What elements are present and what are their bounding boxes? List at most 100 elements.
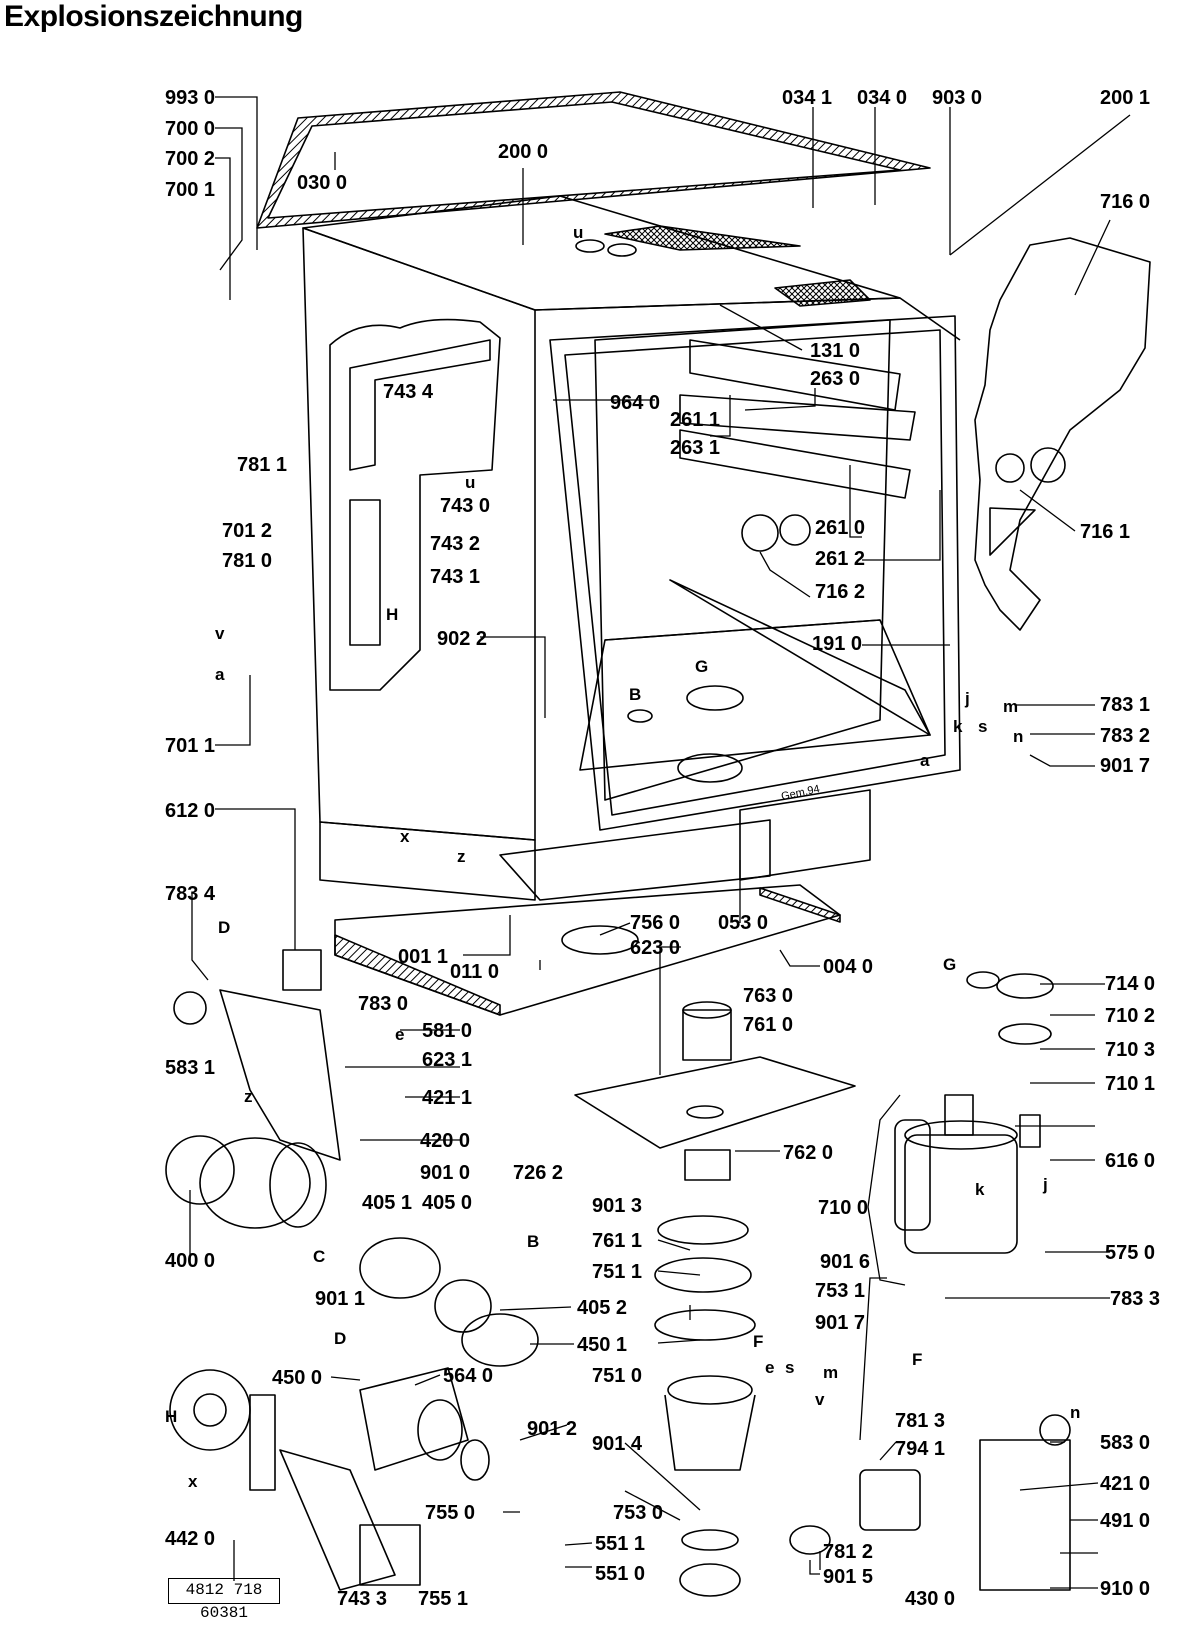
mark-n2: n [1070,1403,1080,1422]
control-module [173,949,341,1161]
part-label-7811: 781 1 [237,454,287,476]
part-label-9015: 901 5 [823,1566,873,1588]
circulation-pump [165,1135,539,1367]
part-label-4211: 421 1 [422,1087,472,1109]
part-label-4051: 405 1 [362,1192,412,1214]
mark-e2: e [765,1358,774,1377]
part-label-4420: 442 0 [165,1528,215,1550]
part-label-9640: 964 0 [610,392,660,414]
part-label-2630: 263 0 [810,368,860,390]
part-label-6230: 623 0 [630,937,680,959]
part-label-0011: 001 1 [398,946,448,968]
part-label-2000: 200 0 [498,141,548,163]
part-label-7103: 710 3 [1105,1039,1155,1061]
part-label-9030: 903 0 [932,87,982,109]
mark-k1: k [953,717,963,736]
part-label-0341: 034 1 [782,87,832,109]
part-label-5831: 583 1 [165,1057,215,1079]
mark-G2: G [943,955,956,974]
drain-pump [169,1369,276,1491]
part-label-7011: 701 1 [165,735,215,757]
cabinet-body [302,195,961,901]
part-label-6231: 623 1 [422,1049,472,1071]
part-label-9017b: 901 7 [815,1312,865,1334]
part-label-7432: 743 2 [430,533,480,555]
mark-z1: z [457,847,466,866]
part-label-6160: 616 0 [1105,1150,1155,1172]
mark-G1: G [695,657,708,676]
mark-k2: k [975,1180,985,1199]
mark-F1: F [753,1332,763,1351]
part-label-1910: 191 0 [812,633,862,655]
mark-H1: H [386,605,398,624]
part-label-9010: 901 0 [420,1162,470,1184]
part-label-7102: 710 2 [1105,1005,1155,1027]
part-label-7620: 762 0 [783,1142,833,1164]
part-label-7813: 781 3 [895,1410,945,1432]
part-label-7002: 700 2 [165,148,215,170]
part-label-7430: 743 0 [440,495,490,517]
part-label-7941: 794 1 [895,1438,945,1460]
heater-element [359,1367,490,1481]
mark-F2: F [912,1350,922,1369]
mark-m1: m [1003,697,1018,716]
part-label-0530: 053 0 [718,912,768,934]
part-label-9930: 993 0 [165,87,215,109]
part-label-9017a: 901 7 [1100,755,1150,777]
part-label-7162: 716 2 [815,581,865,603]
part-label-7810: 781 0 [222,550,272,572]
part-label-7510: 751 0 [592,1365,642,1387]
part-label-5750: 575 0 [1105,1242,1155,1264]
part-label-4050: 405 0 [422,1192,472,1214]
part-label-5511: 551 1 [595,1533,645,1555]
part-label-7832: 783 2 [1100,725,1150,747]
part-label-7100: 710 0 [818,1197,868,1219]
part-label-9016: 901 6 [820,1251,870,1273]
mark-z2: z [244,1087,253,1106]
part-label-7434: 743 4 [383,381,434,403]
mark-u1: u [573,223,583,242]
part-label-2631: 263 1 [670,437,720,459]
part-label-7531: 753 1 [815,1280,865,1302]
part-label-0300: 030 0 [297,172,347,194]
mark-x2: x [188,1472,198,1491]
part-label-4300: 430 0 [905,1588,955,1610]
part-label-7262: 726 2 [513,1162,563,1184]
part-label-0040: 004 0 [823,956,873,978]
part-label-7550: 755 0 [425,1502,475,1524]
mark-C1: C [313,1247,325,1266]
part-label-5640: 564 0 [443,1365,493,1387]
part-label-7530: 753 0 [613,1502,663,1524]
mark-D2: D [334,1329,346,1348]
part-label-9013: 901 3 [592,1195,642,1217]
page-title: Explosionszeichnung [4,0,303,33]
mark-j2: j [1042,1175,1048,1194]
part-label-5810: 581 0 [422,1020,472,1042]
part-label-2612: 261 2 [815,548,865,570]
part-label-7560: 756 0 [630,912,680,934]
part-label-7000: 700 0 [165,118,215,140]
sump [574,1001,856,1597]
part-label-4052: 405 2 [577,1297,627,1319]
top-cover [256,91,931,229]
mark-v2: v [815,1390,825,1409]
mark-e1: e [395,1025,404,1044]
mark-s2: s [785,1358,794,1377]
document-number: 4812 718 60381 [168,1578,280,1622]
part-label-9014: 901 4 [592,1433,643,1455]
base-tray [334,884,841,1016]
part-label-2611: 261 1 [670,409,720,431]
part-label-6120: 612 0 [165,800,215,822]
part-label-7830: 783 0 [358,993,408,1015]
part-label-4500: 450 0 [272,1367,322,1389]
part-label-5510: 551 0 [595,1563,645,1585]
part-label-4000: 400 0 [165,1250,215,1272]
mark-D1: D [218,918,230,937]
part-label-7140: 714 0 [1105,973,1155,995]
part-label-4501: 450 1 [577,1334,627,1356]
mark-a1: a [215,665,225,684]
part-label-7611: 761 1 [592,1230,642,1252]
part-label-5830: 583 0 [1100,1432,1150,1454]
part-label-9100: 910 0 [1100,1578,1150,1600]
